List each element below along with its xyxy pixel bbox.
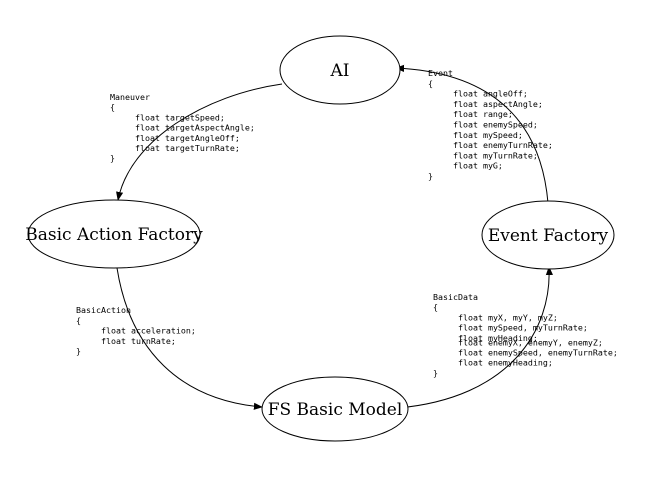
struct-maneuver: Maneuver { float targetSpeed; float targ… — [110, 92, 260, 163]
node-basic-action-factory: Basic Action Factory — [25, 199, 203, 269]
arrow-basic-action-factory-to-fs-basic-model — [116, 267, 263, 410]
node-fs-basic-model-label: FS Basic Model — [268, 400, 403, 420]
struct-line: float angleOff; — [428, 89, 528, 99]
struct-line: Maneuver — [110, 92, 150, 102]
struct-line: float turnRate; — [76, 336, 176, 346]
struct-line: } — [76, 346, 81, 356]
node-event-factory-label: Event Factory — [488, 226, 609, 246]
struct-line: float targetTurnRate; — [110, 143, 240, 153]
struct-line: } — [110, 153, 115, 163]
struct-line: { — [76, 315, 81, 325]
node-ai: AI — [279, 35, 401, 105]
struct-line: Event — [428, 68, 453, 78]
struct-line: float enemyX, enemyY, enemyZ; — [433, 337, 603, 347]
struct-line: BasicData — [433, 292, 478, 302]
struct-line: float enemyHeading; — [433, 358, 553, 368]
struct-line: } — [433, 368, 438, 378]
struct-line: { — [110, 102, 115, 112]
arrow-fs-basic-model-to-event-factory — [397, 266, 553, 409]
struct-line: float targetSpeed; — [110, 112, 225, 122]
struct-line: { — [428, 78, 433, 88]
struct-line: float mySpeed, myTurnRate; — [433, 323, 588, 333]
struct-line: float enemySpeed, enemyTurnRate; — [433, 348, 618, 358]
struct-line: float myX, myY, myZ; — [433, 312, 558, 322]
struct-line: float myTurnRate; — [428, 150, 538, 160]
struct-basic-data: BasicData { float myX, myY, myZ; float m… — [433, 292, 623, 378]
struct-line: float myHeading; — [433, 333, 538, 343]
node-event-factory: Event Factory — [481, 200, 615, 270]
struct-line: float targetAngleOff; — [110, 133, 240, 143]
struct-line: float mySpeed; — [428, 130, 523, 140]
node-basic-action-factory-label: Basic Action Factory — [25, 225, 203, 245]
struct-line: } — [428, 171, 433, 181]
struct-event: Event { float angleOff; float aspectAngl… — [428, 68, 558, 181]
struct-line: float aspectAngle; — [428, 99, 543, 109]
struct-line: float enemyTurnRate; — [428, 140, 553, 150]
arrow-ai-to-basic-action-factory — [116, 83, 283, 201]
struct-line: float targetAspectAngle; — [110, 123, 255, 133]
struct-basic-action: BasicAction { float acceleration; float … — [76, 305, 201, 356]
struct-line: { — [433, 302, 438, 312]
node-fs-basic-model: FS Basic Model — [261, 376, 409, 442]
node-ai-label: AI — [330, 61, 350, 81]
struct-line: float enemySpeed; — [428, 120, 538, 130]
struct-line: float range; — [428, 109, 513, 119]
struct-line: float myG; — [428, 161, 503, 171]
struct-line: float acceleration; — [76, 326, 196, 336]
arrow-event-factory-to-ai — [395, 64, 549, 204]
struct-line: BasicAction — [76, 305, 131, 315]
